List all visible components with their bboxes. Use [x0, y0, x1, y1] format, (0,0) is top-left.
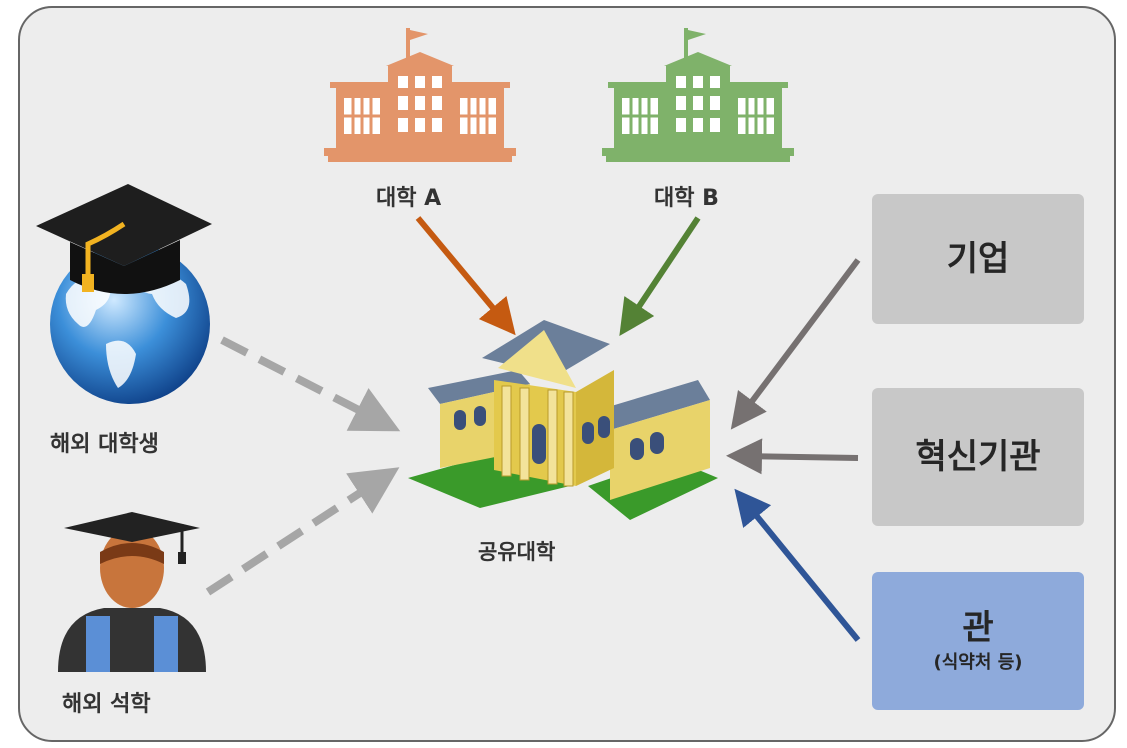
- university-b-label: 대학 B: [654, 186, 719, 211]
- arrow-university-b: [619, 216, 701, 336]
- government-box: 관 (식약처 등): [872, 572, 1084, 710]
- enterprise-box: 기업: [872, 194, 1084, 324]
- government-label: 관: [962, 608, 994, 648]
- arrow-overseas-masters: [205, 467, 400, 596]
- overseas-undergrad-label: 해외 대학생: [50, 432, 159, 457]
- shared-university-icon: [408, 320, 718, 520]
- government-sublabel: (식약처 등): [933, 652, 1023, 673]
- arrow-innovation: [726, 438, 859, 475]
- university-a-label: 대학 A: [376, 186, 442, 211]
- innovation-institution-box: 혁신기관: [872, 388, 1084, 526]
- arrow-overseas-undergrad: [220, 336, 401, 432]
- arrow-university-a: [415, 216, 516, 336]
- graduate-person-icon: [58, 512, 206, 672]
- enterprise-label: 기업: [946, 239, 1010, 279]
- innovation-institution-label: 혁신기관: [915, 437, 1041, 477]
- university-a-icon: [324, 28, 516, 162]
- overseas-masters-label: 해외 석학: [62, 692, 151, 717]
- university-b-icon: [602, 28, 794, 162]
- arrow-enterprise: [730, 258, 861, 430]
- arrow-government: [734, 488, 861, 642]
- globe-graduation-cap-icon: [36, 184, 212, 404]
- shared-university-label: 공유대학: [478, 540, 556, 564]
